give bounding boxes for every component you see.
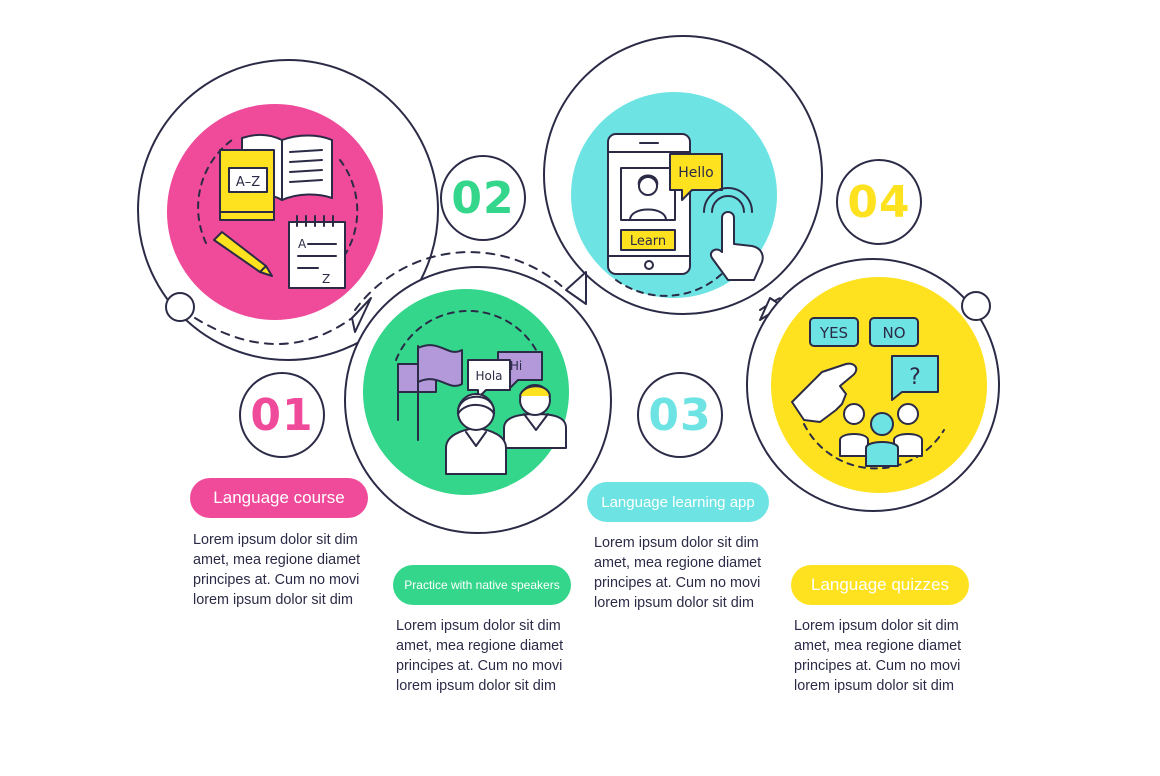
step-2-number: 02 xyxy=(451,173,515,224)
step-3-group: Learn Hello xyxy=(543,35,951,321)
step-1-number-ring xyxy=(239,372,325,458)
yes-bubble-label: YES xyxy=(819,324,848,342)
notepad-label-top: A xyxy=(298,237,307,251)
hello-bubble-icon: Hello xyxy=(669,153,723,201)
step-1-desc-line: amet, mea regione diamet xyxy=(193,552,361,568)
book-cover-label: A–Z xyxy=(236,175,260,190)
native-speakers-icon xyxy=(445,384,567,475)
step-1-desc-line: principes at. Cum no movi xyxy=(193,572,360,588)
step-2-number-ring xyxy=(440,155,526,241)
step-3-desc-line: Lorem ipsum dolor sit dim xyxy=(594,535,759,551)
step-4-title-pill: Language quizzes xyxy=(791,565,969,605)
question-bubble-label: ? xyxy=(909,365,921,390)
step-1-title-pill: Language course xyxy=(190,478,368,518)
step-4-number-ring xyxy=(836,159,922,245)
step-3-number-ring xyxy=(637,372,723,458)
step-4-desc-line: amet, mea regione diamet xyxy=(794,638,962,654)
step-1-description: Lorem ipsum dolor sit dim amet, mea regi… xyxy=(193,530,360,610)
step-2-title-pill: Practice with native speakers xyxy=(393,565,571,605)
step-1-desc-line: lorem ipsum dolor sit dim xyxy=(193,592,353,608)
connector-1-to-2 xyxy=(194,317,353,345)
step-3-number: 03 xyxy=(648,390,712,441)
step-3-description: Lorem ipsum dolor sit dim amet, mea regi… xyxy=(594,533,761,613)
step-4-desc-line: principes at. Cum no movi xyxy=(794,658,961,674)
step-4-inner-dash xyxy=(803,423,945,470)
book-icon: A–Z xyxy=(219,133,333,221)
step-1-group: A–Z A Z xyxy=(137,59,439,361)
step-1-desc-line: Lorem ipsum dolor sit dim xyxy=(193,532,358,548)
step-2-desc-line: Lorem ipsum dolor sit dim xyxy=(396,618,561,634)
notepad-icon: A Z xyxy=(288,215,346,289)
tap-hand-icon xyxy=(703,187,764,281)
step-2-desc-line: principes at. Cum no movi xyxy=(396,658,563,674)
step-3-desc-line: amet, mea regione diamet xyxy=(594,555,762,571)
step-2-desc-line: lorem ipsum dolor sit dim xyxy=(396,678,556,694)
quiz-bubbles-icon: YES NO ? xyxy=(809,317,939,401)
step-4-desc-line: Lorem ipsum dolor sit dim xyxy=(794,618,959,634)
step-1-start-node xyxy=(165,292,195,322)
step-2-inner-dash xyxy=(395,309,537,361)
pointing-hand-icon xyxy=(791,362,858,423)
step-4-end-node xyxy=(961,291,991,321)
step-2-description: Lorem ipsum dolor sit dim amet, mea regi… xyxy=(396,616,563,696)
step-1-number: 01 xyxy=(250,390,314,441)
arrow-head-1 xyxy=(351,297,372,333)
step-4-desc-line: lorem ipsum dolor sit dim xyxy=(794,678,954,694)
pencil-icon xyxy=(213,231,273,277)
hello-bubble-label: Hello xyxy=(678,165,714,181)
step-1-inner-dash-right xyxy=(339,159,359,263)
step-4-number: 04 xyxy=(847,177,911,228)
step-3-desc-line: principes at. Cum no movi xyxy=(594,575,761,591)
notepad-label-bottom: Z xyxy=(322,272,330,286)
group-people-icon xyxy=(839,403,923,467)
no-bubble-label: NO xyxy=(882,324,905,342)
step-4-group: YES NO ? xyxy=(746,159,1000,512)
flags-icon xyxy=(397,344,463,441)
bubble-hi-label: Hi xyxy=(510,359,522,373)
step-2-desc-line: amet, mea regione diamet xyxy=(396,638,564,654)
bubble-hola-label: Hola xyxy=(475,369,502,383)
connector-2-top-arc xyxy=(354,251,567,311)
step-1-outline-ring xyxy=(137,59,439,361)
step-3-desc-line: lorem ipsum dolor sit dim xyxy=(594,595,754,611)
step-4-description: Lorem ipsum dolor sit dim amet, mea regi… xyxy=(794,616,961,696)
learn-button-label: Learn xyxy=(630,234,666,249)
arrow-head-2 xyxy=(565,271,587,305)
step-3-title-pill: Language learning app xyxy=(587,482,769,522)
step-2-group: Hola Hi xyxy=(344,155,612,534)
